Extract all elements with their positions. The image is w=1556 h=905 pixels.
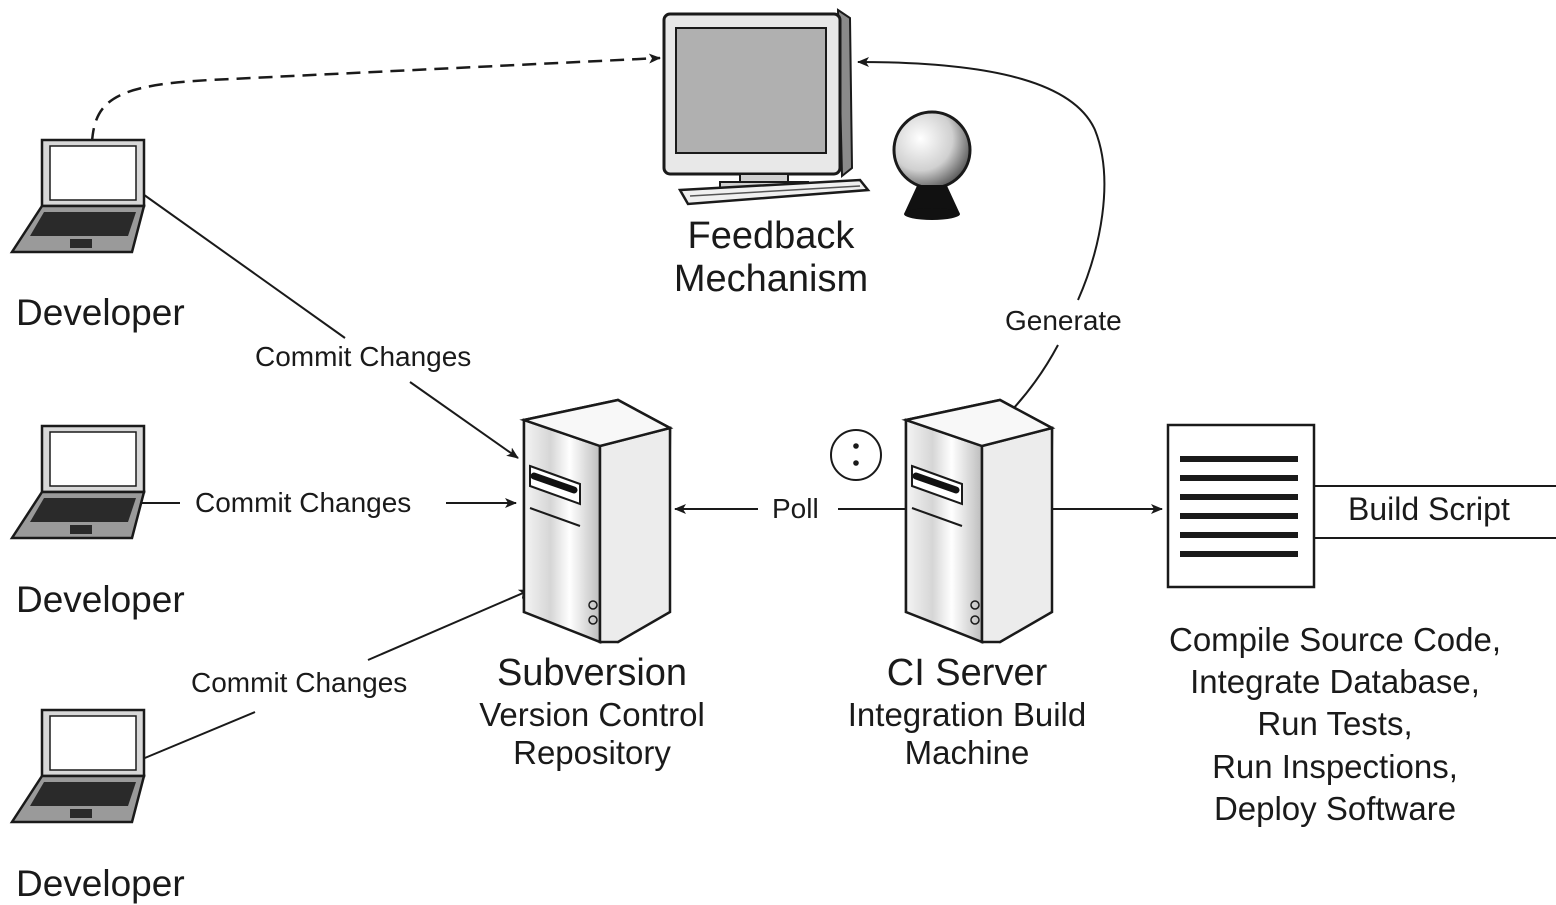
build-script-document-icon <box>1166 423 1556 589</box>
generate-arrow <box>858 62 1106 411</box>
laptop-icon-1 <box>9 138 146 254</box>
feedback-line-2: Mechanism <box>673 257 869 300</box>
subversion-title: Subversion <box>496 652 688 694</box>
build-tasks-list: Compile Source Code, Integrate Database,… <box>1169 619 1501 830</box>
generate-label: Generate <box>1001 305 1126 337</box>
build-task-run-inspections: Run Inspections, <box>1212 747 1458 785</box>
ci-server-label: CI Server Integration Build Machine <box>848 652 1087 771</box>
lava-lamp-icon <box>892 110 972 220</box>
ci-server-line-1: Integration Build <box>847 695 1087 733</box>
subversion-line-2: Repository <box>513 733 671 771</box>
build-task-integrate-db: Integrate Database, <box>1190 663 1480 701</box>
laptop-icon-3 <box>9 708 146 824</box>
feedback-mechanism-label: Feedback Mechanism <box>674 215 868 300</box>
laptop-icon-2 <box>9 424 146 540</box>
commit-arrow-1-head <box>409 381 519 459</box>
commit-arrow-3-head <box>367 589 531 661</box>
developer-label-1: Developer <box>16 292 185 333</box>
commit-changes-label-3: Commit Changes <box>187 667 412 699</box>
ci-server-icon <box>901 398 1056 644</box>
commit-arrow-3 <box>139 711 256 761</box>
poll-label: Poll <box>768 493 823 525</box>
build-task-deploy: Deploy Software <box>1213 789 1457 827</box>
build-script-label: Build Script <box>1348 491 1510 527</box>
timer-icon <box>830 429 882 481</box>
dashed-notify-arrow <box>90 53 661 143</box>
feedback-line-1: Feedback <box>687 215 855 257</box>
build-task-run-tests: Run Tests, <box>1257 705 1413 743</box>
subversion-line-1: Version Control <box>479 695 705 733</box>
subversion-server-icon <box>519 398 674 644</box>
commit-arrow-1 <box>139 191 346 339</box>
subversion-label: Subversion Version Control Repository <box>479 652 705 771</box>
ci-server-line-2: Machine <box>904 733 1030 771</box>
developer-label-3: Developer <box>16 863 185 904</box>
build-task-compile: Compile Source Code, <box>1169 621 1501 658</box>
commit-changes-label-1: Commit Changes <box>251 341 476 373</box>
commit-changes-label-2: Commit Changes <box>191 487 416 519</box>
monitor-icon <box>662 8 871 206</box>
developer-label-2: Developer <box>16 579 185 620</box>
ci-server-title: CI Server <box>886 652 1048 694</box>
